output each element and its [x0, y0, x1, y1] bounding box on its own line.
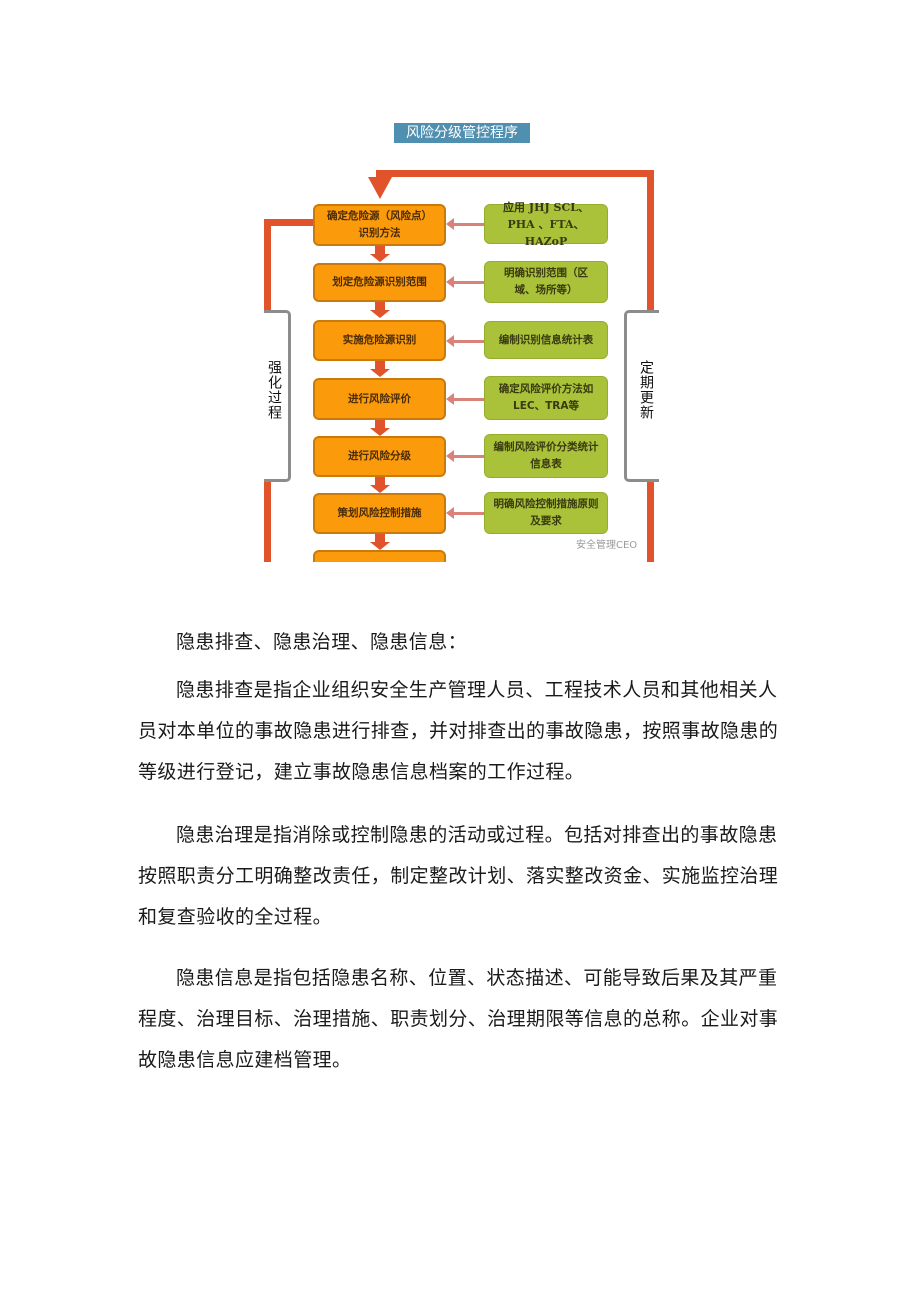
- arrow-step-1: [370, 246, 390, 262]
- arrow-note-1: [446, 218, 484, 230]
- loop-entry-arrow: [368, 177, 392, 199]
- arrow-step-6: [370, 534, 390, 550]
- risk-control-flowchart: 强化过程 定期更新 确定危险源（风险点）识别方法 应用 JHJ SCL、PHA …: [264, 160, 659, 562]
- left-label: 强化过程: [266, 360, 282, 420]
- arrow-note-3: [446, 335, 484, 347]
- note-scope: 明确识别范围（区域、场所等）: [484, 261, 608, 303]
- step-next-partial: [313, 550, 446, 562]
- right-bracket: [624, 310, 659, 482]
- paragraph-hazard-information: 隐患信息是指包括隐患名称、位置、状态描述、可能导致后果及其严重程度、治理目标、治…: [138, 967, 779, 1071]
- note-grading-table: 编制风险评价分类统计信息表: [484, 434, 608, 478]
- step-risk-grading: 进行风险分级: [313, 436, 446, 477]
- left-bracket: [264, 310, 291, 482]
- arrow-step-5: [370, 477, 390, 493]
- paragraph-hazard-inspection: 隐患排查是指企业组织安全生产管理人员、工程技术人员和其他相关人员对本单位的事故隐…: [138, 679, 779, 783]
- note-statistics: 编制识别信息统计表: [484, 321, 608, 359]
- watermark: 安全管理CEO: [576, 540, 638, 551]
- arrow-note-2: [446, 276, 484, 288]
- arrow-note-4: [446, 393, 484, 405]
- arrow-step-4: [370, 420, 390, 436]
- right-label: 定期更新: [638, 360, 654, 420]
- loop-line-left-top: [264, 219, 313, 226]
- note-control-principles: 明确风险控制措施原则及要求: [484, 492, 608, 534]
- arrow-note-6: [446, 507, 484, 519]
- section-heading: 隐患排查、隐患治理、隐患信息：: [176, 631, 468, 653]
- loop-line-top: [376, 170, 654, 177]
- step-identify-method: 确定危险源（风险点）识别方法: [313, 204, 446, 246]
- arrow-step-3: [370, 361, 390, 377]
- step-define-scope: 划定危险源识别范围: [313, 263, 446, 302]
- arrow-step-2: [370, 302, 390, 318]
- note-methods: 应用 JHJ SCL、PHA 、FTA、HAZoP: [484, 201, 608, 248]
- step-risk-assessment: 进行风险评价: [313, 378, 446, 420]
- note-assessment-method: 确定风险评价方法如LEC、TRA等: [484, 376, 608, 420]
- step-control-measures: 策划风险控制措施: [313, 493, 446, 534]
- arrow-note-5: [446, 450, 484, 462]
- figure-caption: 风险分级管控程序: [394, 123, 530, 143]
- step-implement-identification: 实施危险源识别: [313, 320, 446, 361]
- paragraph-hazard-governance: 隐患治理是指消除或控制隐患的活动或过程。包括对排查出的事故隐患按照职责分工明确整…: [138, 824, 779, 928]
